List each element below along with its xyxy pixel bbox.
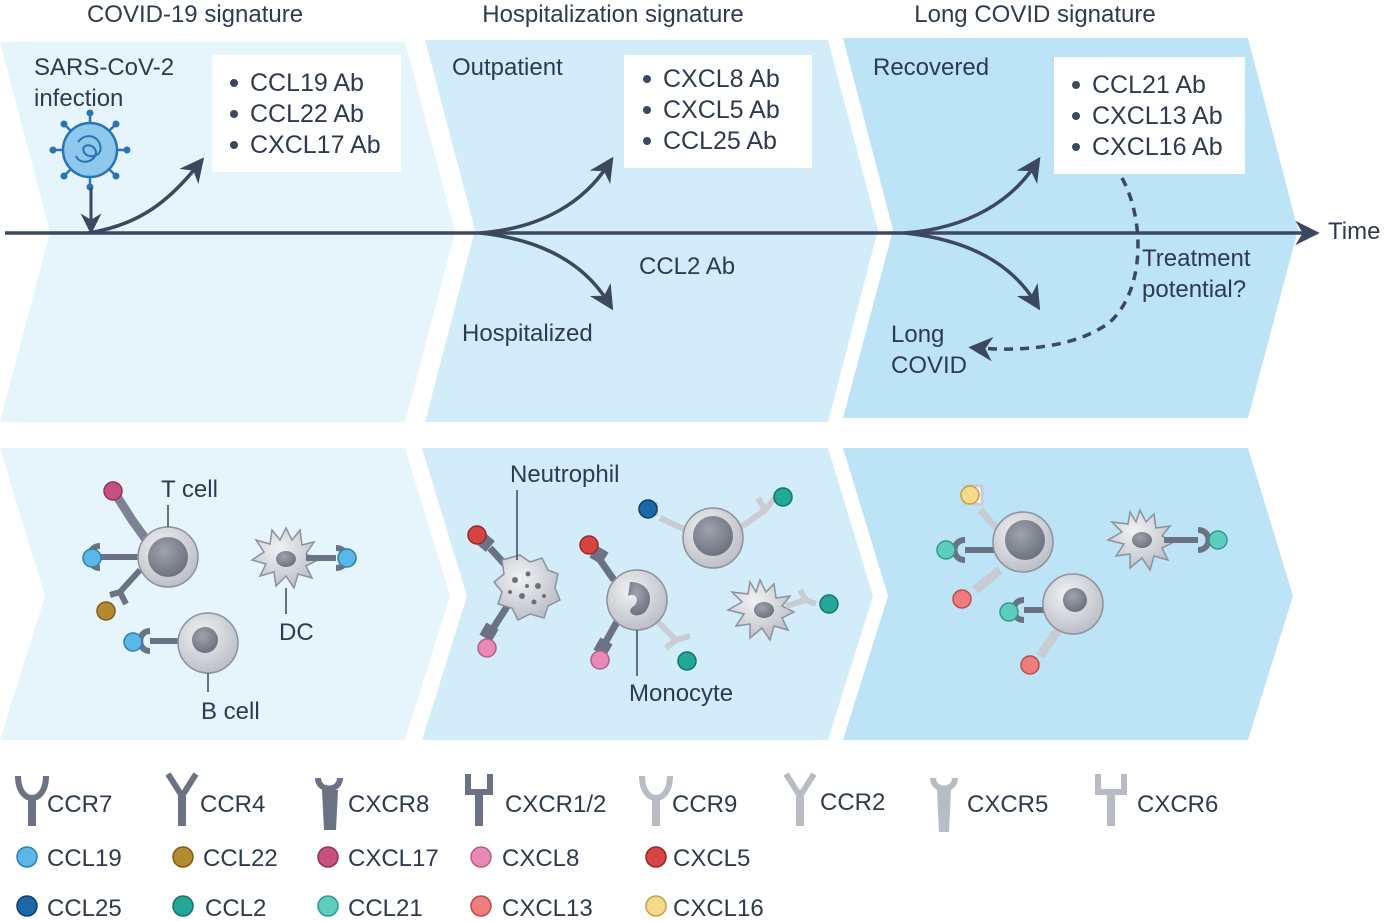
antibody-item: CXCL13 Ab bbox=[1092, 102, 1223, 130]
cxcl8-dot bbox=[470, 846, 492, 868]
t-cell-icon bbox=[82, 481, 199, 621]
long-covid-antibody-box bbox=[1054, 57, 1245, 174]
covid-cells-panel bbox=[0, 448, 450, 740]
hospitalization-header: Hospitalization signature bbox=[482, 1, 743, 28]
cxcr8-receptor-icon bbox=[315, 777, 343, 830]
hospitalized-label: Hospitalized bbox=[462, 320, 593, 347]
recovered-label: Recovered bbox=[873, 54, 989, 81]
covid-antibody-list: CCL19 Ab CCL22 Ab CXCL17 Ab bbox=[230, 69, 381, 159]
dendritic-cell-icon bbox=[250, 526, 357, 590]
antibody-item: CCL21 Ab bbox=[1092, 71, 1206, 99]
infection-label: SARS-CoV-2 bbox=[34, 54, 174, 81]
long-covid-cell-2-icon bbox=[999, 573, 1104, 675]
ccl19-dot bbox=[16, 846, 38, 868]
long-covid-antibody-list: CCL21 Ab CXCL13 Ab CXCL16 Ab bbox=[1072, 71, 1223, 161]
legend-chemokine-label: CXCL8 bbox=[502, 845, 579, 872]
legend-receptor-label: CXCR6 bbox=[1137, 791, 1218, 818]
ccr2-dendritic-cell-icon bbox=[726, 578, 839, 642]
ccr9-receptor-icon bbox=[639, 775, 673, 826]
legend-receptor-label: CCR2 bbox=[820, 789, 885, 816]
legend-chemokine-label: CCL22 bbox=[203, 845, 278, 872]
treatment-label: Treatment bbox=[1142, 245, 1251, 272]
ccr9-cell-icon bbox=[638, 487, 793, 569]
cxcl13-dot bbox=[470, 895, 492, 917]
b-cell-label: B cell bbox=[201, 698, 260, 725]
ccr7-receptor-icon bbox=[15, 775, 49, 826]
ccr4-receptor-icon bbox=[165, 772, 199, 826]
legend-receptor-label: CXCR5 bbox=[967, 791, 1048, 818]
antibody-item: CCL25 Ab bbox=[663, 127, 777, 155]
dc-label: DC bbox=[279, 619, 314, 646]
covid-antibody-box bbox=[212, 55, 401, 172]
antibody-item: CXCL5 Ab bbox=[663, 96, 780, 124]
legend-chemokine-label: CCL19 bbox=[47, 845, 122, 872]
antibody-item: CXCL8 Ab bbox=[663, 65, 780, 93]
treatment-dashed-arrow bbox=[968, 177, 1140, 362]
monocyte-icon bbox=[579, 535, 697, 671]
long-covid-branch-arrow bbox=[904, 231, 1041, 311]
antibody-item: CCL22 Ab bbox=[250, 100, 364, 128]
time-label: Time bbox=[1328, 218, 1380, 245]
legend-receptor-label: CCR7 bbox=[47, 791, 112, 818]
hospitalized-branch-arrow bbox=[479, 231, 614, 311]
t-cell-label: T cell bbox=[161, 476, 218, 503]
long-covid-header: Long COVID signature bbox=[914, 1, 1155, 28]
covid-header: COVID-19 signature bbox=[87, 1, 303, 28]
hospitalization-antibody-list: CXCL8 Ab CXCL5 Ab CCL25 Ab bbox=[643, 65, 780, 155]
long-covid-label: Long bbox=[891, 321, 944, 348]
cxcl16-dot bbox=[645, 895, 667, 917]
legend-chemokine-label: CXCL13 bbox=[502, 895, 593, 921]
cxcl17-dot bbox=[317, 846, 339, 868]
treatment-label-2: potential? bbox=[1142, 276, 1246, 303]
ccl2-dot bbox=[172, 895, 194, 917]
legend-chemokine-label: CCL21 bbox=[348, 895, 423, 921]
hospitalization-antibody-box bbox=[624, 55, 812, 168]
b-cell-icon bbox=[123, 612, 239, 674]
ccl22-dot bbox=[172, 846, 194, 868]
infection-label-2: infection bbox=[34, 85, 123, 112]
sars-cov-2-virus-icon bbox=[49, 109, 131, 191]
legend-chemokine-label: CCL25 bbox=[47, 895, 122, 921]
antibody-item: CCL19 Ab bbox=[250, 69, 364, 97]
legend-chemokine-label: CXCL5 bbox=[673, 845, 750, 872]
legend-chemokine-label: CXCL16 bbox=[673, 895, 764, 921]
monocyte-label: Monocyte bbox=[629, 680, 733, 707]
covid-branch-arrow bbox=[87, 157, 205, 235]
cxcr1-2-receptor-icon bbox=[465, 774, 493, 826]
antibody-item: CXCL16 Ab bbox=[1092, 133, 1223, 161]
legend-receptor-label: CCR9 bbox=[672, 791, 737, 818]
cxcr6-receptor-icon bbox=[1095, 774, 1127, 826]
legend-chemokine-label: CCL2 bbox=[205, 895, 266, 921]
ccr2-receptor-icon bbox=[783, 772, 817, 826]
legend-receptors: CCR7 CCR4 CXCR8 CXCR1/2 CCR9 CCR2 bbox=[15, 772, 1218, 832]
ccl2-ab-label: CCL2 Ab bbox=[639, 253, 735, 280]
long-covid-label-2: COVID bbox=[891, 352, 967, 379]
ccl21-dot bbox=[317, 895, 339, 917]
legend-receptor-label: CXCR1/2 bbox=[505, 791, 606, 818]
neutrophil-icon bbox=[467, 525, 561, 658]
outpatient-branch-arrow bbox=[479, 156, 614, 235]
ccl25-dot bbox=[16, 895, 38, 917]
cxcl5-dot bbox=[645, 846, 667, 868]
long-covid-cell-1-icon bbox=[936, 484, 1054, 609]
antibody-item: CXCL17 Ab bbox=[250, 131, 381, 159]
outpatient-label: Outpatient bbox=[452, 54, 563, 81]
neutrophil-label: Neutrophil bbox=[510, 461, 619, 488]
long-covid-dendritic-cell-icon bbox=[1106, 508, 1228, 572]
cxcr5-receptor-icon bbox=[930, 777, 958, 832]
legend-receptor-label: CCR4 bbox=[200, 791, 265, 818]
legend-chemokines: CCL19 CCL22 CXCL17 CXCL8 CXCL5 CCL25 CCL… bbox=[16, 845, 764, 921]
legend-receptor-label: CXCR8 bbox=[348, 791, 429, 818]
recovered-branch-arrow bbox=[904, 156, 1041, 235]
legend-chemokine-label: CXCL17 bbox=[348, 845, 439, 872]
